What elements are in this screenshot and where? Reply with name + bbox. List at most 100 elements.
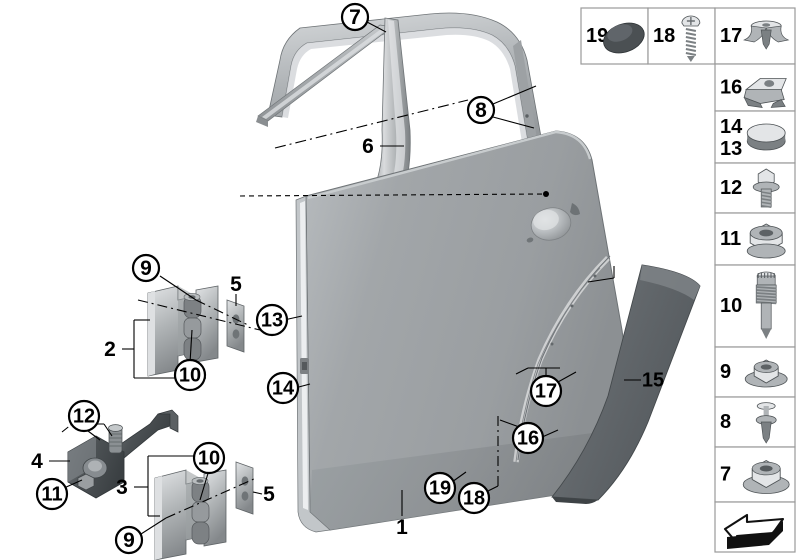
callout-13[interactable]: 13 xyxy=(255,303,289,337)
legend-cell-19[interactable]: 19 xyxy=(580,7,649,65)
legend-cell-9[interactable]: 9 xyxy=(714,346,796,398)
leader-10-upper xyxy=(189,329,193,364)
legend-part-number: 9 xyxy=(720,361,731,383)
callout-4[interactable]: 4 xyxy=(31,450,43,473)
leader-8-dash-lower xyxy=(239,193,545,197)
leader-9-upper-dashdot xyxy=(195,299,251,327)
legend-icon-collar-flange-nut-icon xyxy=(742,459,790,494)
part-11-nut-on-check xyxy=(77,473,95,491)
callout-6[interactable]: 6 xyxy=(362,135,374,158)
legend-cell-8[interactable]: 8 xyxy=(714,396,796,448)
callout-number: 11 xyxy=(41,484,62,506)
leader-7 xyxy=(366,21,387,33)
leader-11 xyxy=(63,479,83,489)
legend-cell-17[interactable]: 17 xyxy=(714,7,796,65)
callout-2[interactable]: 2 xyxy=(104,338,116,361)
callout-14[interactable]: 14 xyxy=(266,371,300,405)
callout-10[interactable]: 10 xyxy=(173,358,207,392)
bolt-thread xyxy=(761,194,772,198)
legend-part-number-secondary: 13 xyxy=(720,138,742,160)
rivet8-body xyxy=(760,421,772,444)
callout-3[interactable]: 3 xyxy=(116,476,128,499)
callout-15[interactable]: 15 xyxy=(642,370,664,392)
legend-cell-12[interactable]: 12 xyxy=(714,162,796,214)
bolt-thread xyxy=(761,201,772,205)
callout-number: 14 xyxy=(272,378,295,400)
legend-icon-direction-arrow-icon xyxy=(723,513,785,549)
callout-circle xyxy=(466,95,496,125)
callout-10[interactable]: 10 xyxy=(192,441,226,475)
callout-number: 2 xyxy=(104,338,116,361)
bolt-thread xyxy=(761,204,772,208)
callout-circle xyxy=(511,421,545,455)
lower-knuckle-bore xyxy=(196,479,204,483)
callout-11[interactable]: 11 xyxy=(35,477,69,511)
legend-cell-10[interactable]: 10 xyxy=(714,264,796,348)
rivet-head-recess xyxy=(762,23,771,27)
leader-19 xyxy=(451,471,467,483)
screw-tip xyxy=(686,56,695,62)
legend-cell-box xyxy=(714,396,796,448)
legend-cell-11[interactable]: 11 xyxy=(714,212,796,266)
callout-number: 19 xyxy=(429,478,451,500)
legend-icon-expanding-rivet-icon xyxy=(743,20,790,50)
leader-5-lower xyxy=(252,491,263,495)
part-15-wheel-arch-trim xyxy=(551,264,701,504)
check-nut xyxy=(77,473,95,491)
legend-icon-oval-blanking-plug-icon xyxy=(603,22,645,54)
lower-knuckle-lower xyxy=(191,521,210,545)
lower-hinge-knuckle xyxy=(191,477,210,545)
screw-thread xyxy=(685,43,697,49)
leader-8b xyxy=(492,116,535,129)
callout-number: 1 xyxy=(396,516,408,539)
leader-9-upper xyxy=(159,275,197,301)
legend-part-number: 18 xyxy=(653,25,675,47)
callout-circle xyxy=(67,399,101,433)
callout-5[interactable]: 5 xyxy=(230,273,242,296)
shim-hole-u2 xyxy=(232,329,240,339)
callout-circle xyxy=(35,477,69,511)
legend-cell-16[interactable]: 16 xyxy=(714,63,796,112)
callout-9[interactable]: 9 xyxy=(114,525,144,555)
legend-cell-18[interactable]: 18 xyxy=(647,7,716,65)
callout-19[interactable]: 19 xyxy=(423,471,457,505)
callout-12[interactable]: 12 xyxy=(67,399,101,433)
callout-number: 4 xyxy=(31,450,43,473)
leader-17-upper xyxy=(587,277,615,283)
clip-hole xyxy=(764,80,775,87)
callout-7[interactable]: 7 xyxy=(340,2,370,32)
part-6-highlight xyxy=(388,20,406,193)
legend-part-number: 17 xyxy=(720,25,742,47)
shim-plate-upper xyxy=(226,299,245,353)
legend-cell-arrow[interactable] xyxy=(714,501,796,553)
callout-17[interactable]: 17 xyxy=(529,374,563,408)
callout-8[interactable]: 8 xyxy=(466,95,496,125)
legend-cell-7[interactable]: 7 xyxy=(714,446,796,503)
callout-18[interactable]: 18 xyxy=(457,481,491,515)
nut7-bore xyxy=(759,465,773,472)
pin-tip xyxy=(761,329,772,339)
callout-9[interactable]: 9 xyxy=(131,253,161,283)
legend-icon-spring-clip-nut-icon xyxy=(743,78,787,108)
part-2-upper-hinge xyxy=(147,285,245,377)
leader-13-dashdot xyxy=(137,299,261,331)
callout-16[interactable]: 16 xyxy=(511,421,545,455)
callout-1[interactable]: 1 xyxy=(396,516,408,539)
callout-circle xyxy=(192,441,226,475)
handle-recess-highlight xyxy=(533,209,559,231)
screw-thread xyxy=(685,51,697,57)
arch-clip-hole-1 xyxy=(593,274,597,278)
callout-number: 18 xyxy=(463,488,485,510)
callout-circle xyxy=(529,374,563,408)
callout-circle xyxy=(340,2,370,32)
check-bolt-head xyxy=(108,424,123,432)
nut-bore xyxy=(759,229,774,237)
callout-5[interactable]: 5 xyxy=(263,483,275,506)
callout-number: 13 xyxy=(261,310,283,332)
leader-9-lower-dashdot xyxy=(165,477,257,519)
leader-8-dashdot-upper xyxy=(274,99,469,149)
